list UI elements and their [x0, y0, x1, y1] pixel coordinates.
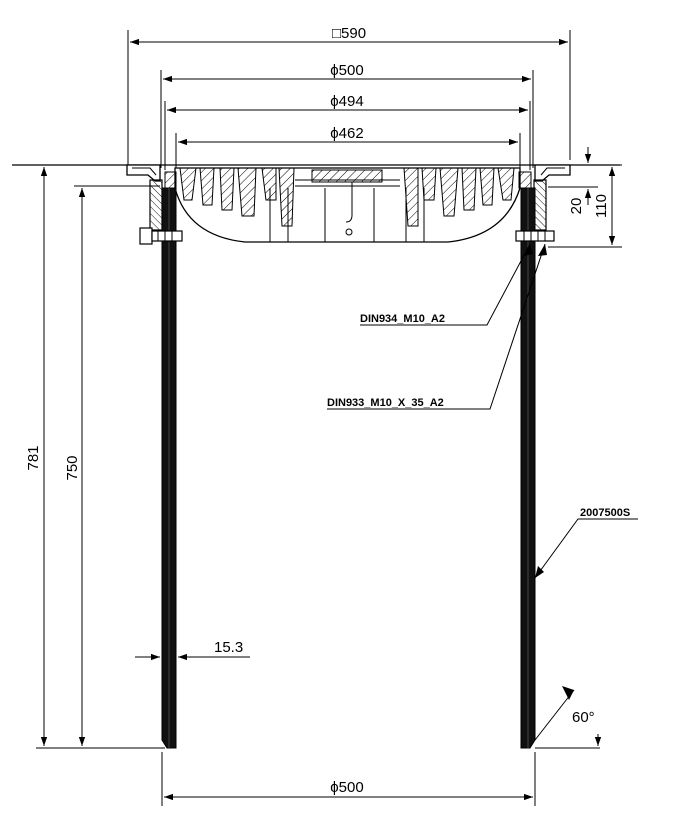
bolt-left — [139, 227, 183, 245]
dimension-angle-60: 60° — [534, 686, 602, 749]
dimension-label-110: 110 — [593, 194, 610, 218]
dimension-label-60: 60° — [572, 709, 595, 726]
leader-bolt-nut: DIN934_M10_A2 — [360, 243, 533, 326]
dimension-label-15-3: 15.3 — [214, 639, 243, 656]
dimension-label-462: ϕ462 — [330, 125, 363, 142]
label-din933: DIN933_M10_X_35_A2 — [327, 397, 444, 409]
dimension-label-500-top: ϕ500 — [330, 62, 363, 79]
leader-bolt-screw: DIN933_M10_X_35_A2 — [327, 243, 547, 410]
dimension-label-781: 781 — [25, 445, 42, 470]
dimension-dia-494: ϕ494 — [164, 93, 531, 170]
dimension-height-781: 781 — [25, 164, 165, 749]
dimension-label-500-bottom: ϕ500 — [330, 779, 363, 796]
dimension-height-20: 20 — [540, 147, 598, 214]
dimension-label-590: □590 — [332, 25, 366, 42]
label-din934: DIN934_M10_A2 — [360, 313, 445, 325]
dimension-height-750: 750 — [64, 185, 160, 746]
dimension-dia-500-top: ϕ500 — [160, 62, 534, 168]
frame-flange — [12, 164, 620, 231]
dimension-dia-462: ϕ462 — [175, 125, 521, 172]
dimension-wall-15-3: 15.3 — [135, 639, 250, 661]
bolt-right — [515, 230, 555, 242]
dimension-label-20: 20 — [568, 198, 585, 215]
pipe-body — [161, 187, 536, 749]
label-2007500s: 2007500S — [580, 507, 630, 519]
dimension-dia-500-bottom: ϕ500 — [161, 752, 536, 806]
grate-section — [164, 167, 532, 243]
dimension-label-750: 750 — [64, 455, 81, 480]
dimension-square-590: □590 — [127, 25, 571, 165]
dimension-label-494: ϕ494 — [330, 93, 363, 110]
leader-pipe-part: 2007500S — [534, 507, 638, 579]
